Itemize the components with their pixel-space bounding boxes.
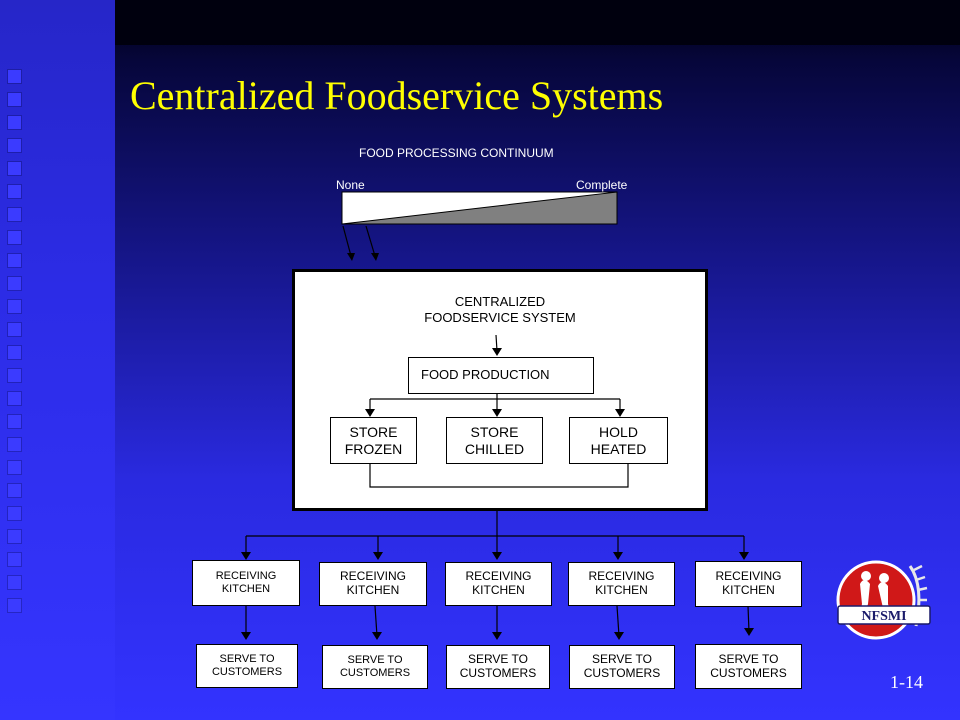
serve-customers-label: SERVE TO CUSTOMERS (459, 652, 537, 680)
serve-customers-1: SERVE TO CUSTOMERS (196, 644, 298, 688)
decorative-squares (8, 70, 22, 622)
central-system-box: CENTRALIZED FOODSERVICE SYSTEM FOOD PROD… (292, 269, 708, 511)
page-number: 1-14 (890, 672, 923, 692)
serve-customers-label: SERVE TO CUSTOMERS (710, 651, 787, 680)
food-production-box: FOOD PRODUCTION (408, 357, 594, 394)
receiving-kitchen-label: RECEIVING KITCHEN (215, 570, 277, 595)
receiving-kitchen-1: RECEIVING KITCHEN (192, 560, 300, 606)
serve-customers-4: SERVE TO CUSTOMERS (569, 645, 675, 689)
food-production-label: FOOD PRODUCTION (421, 367, 550, 383)
receiving-kitchen-5: RECEIVING KITCHEN (695, 561, 802, 607)
store-chilled-box: STORE CHILLED (446, 417, 543, 464)
central-connectors (365, 334, 629, 488)
continuum-heading: FOOD PROCESSING CONTINUUM (359, 146, 554, 160)
hold-heated-label: HOLD HEATED (590, 424, 647, 457)
serve-customers-label: SERVE TO CUSTOMERS (211, 653, 283, 678)
hold-heated-box: HOLD HEATED (569, 417, 668, 464)
top-dark-band (115, 0, 960, 45)
receiving-kitchen-2: RECEIVING KITCHEN (319, 562, 427, 606)
left-decorative-band (0, 0, 115, 720)
nfsmi-logo: NFSMI (836, 560, 931, 640)
store-frozen-box: STORE FROZEN (330, 417, 417, 464)
wedge-arrow-1 (342, 225, 352, 257)
serve-customers-3: SERVE TO CUSTOMERS (446, 645, 550, 689)
receiving-kitchen-label: RECEIVING KITCHEN (715, 569, 782, 597)
serve-customers-2: SERVE TO CUSTOMERS (322, 645, 428, 689)
svg-text:NFSMI: NFSMI (861, 609, 906, 624)
serve-customers-5: SERVE TO CUSTOMERS (695, 644, 802, 689)
store-chilled-label: STORE CHILLED (464, 424, 525, 457)
store-frozen-label: STORE FROZEN (344, 424, 403, 457)
receiving-kitchen-label: RECEIVING KITCHEN (339, 569, 406, 597)
wedge-arrow-2 (365, 225, 376, 257)
continuum-right-label: Complete (576, 178, 628, 192)
receiving-kitchen-4: RECEIVING KITCHEN (568, 562, 675, 606)
serve-arrows (241, 605, 754, 640)
receiving-kitchen-3: RECEIVING KITCHEN (445, 562, 552, 606)
receiving-kitchen-label: RECEIVING KITCHEN (465, 569, 532, 597)
slide-title: Centralized Foodservice Systems (130, 73, 664, 118)
continuum-wedge (341, 191, 618, 225)
central-system-title: CENTRALIZED FOODSERVICE SYSTEM (424, 294, 576, 326)
continuum-left-label: None (336, 178, 365, 192)
serve-customers-label: SERVE TO CUSTOMERS (339, 654, 411, 679)
kitchen-arrows (241, 536, 749, 560)
serve-customers-label: SERVE TO CUSTOMERS (583, 652, 661, 680)
receiving-kitchen-label: RECEIVING KITCHEN (588, 569, 655, 597)
